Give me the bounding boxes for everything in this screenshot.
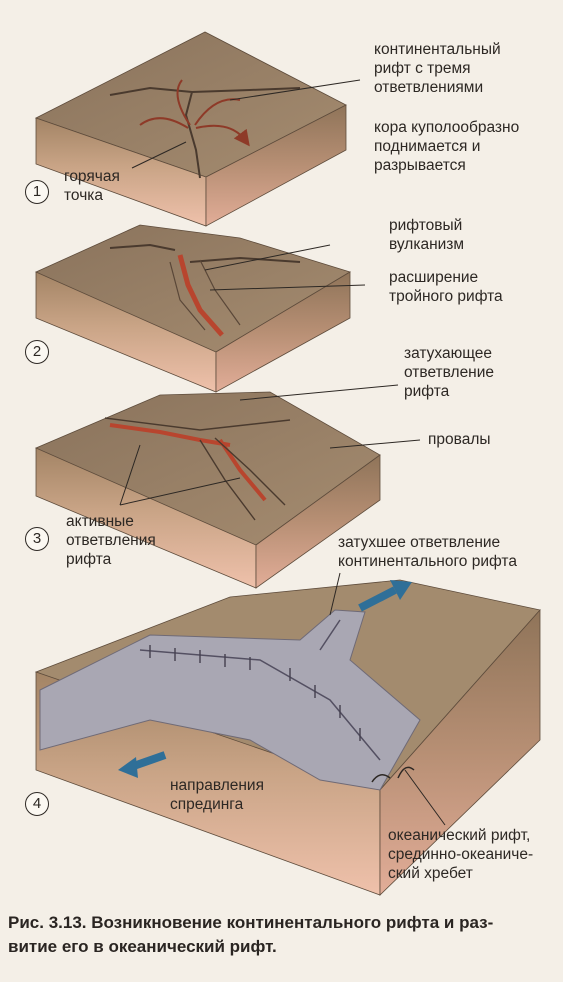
block-stage-2 <box>36 225 365 392</box>
stage-number-4: 4 <box>25 792 49 816</box>
label-collapses: провалы <box>428 430 491 449</box>
label-crust-dome: кора куполообразно поднимается и разрыва… <box>374 118 519 175</box>
stage-number-3: 3 <box>25 527 49 551</box>
label-fading-branch: затухающее ответвление рифта <box>404 344 494 401</box>
label-extinct-branch: затухшее ответвление континентального ри… <box>338 533 517 571</box>
label-rift-volcanism: рифтовый вулканизм <box>389 216 464 254</box>
stage-number-1: 1 <box>25 180 49 204</box>
label-spreading-directions: направления спрединга <box>170 776 264 814</box>
label-active-branches: активные ответвления рифта <box>66 512 156 569</box>
label-oceanic-rift: океанический рифт, срединно-океаниче- ск… <box>388 826 533 883</box>
label-continental-rift: континентальный рифт с тремя ответвления… <box>374 40 501 97</box>
label-hot-spot: горячая точка <box>64 167 120 205</box>
label-triple-rift-expansion: расширение тройного рифта <box>389 268 503 306</box>
stage-number-2: 2 <box>25 340 49 364</box>
figure-caption: Рис. 3.13. Возникновение континентальног… <box>8 911 558 959</box>
